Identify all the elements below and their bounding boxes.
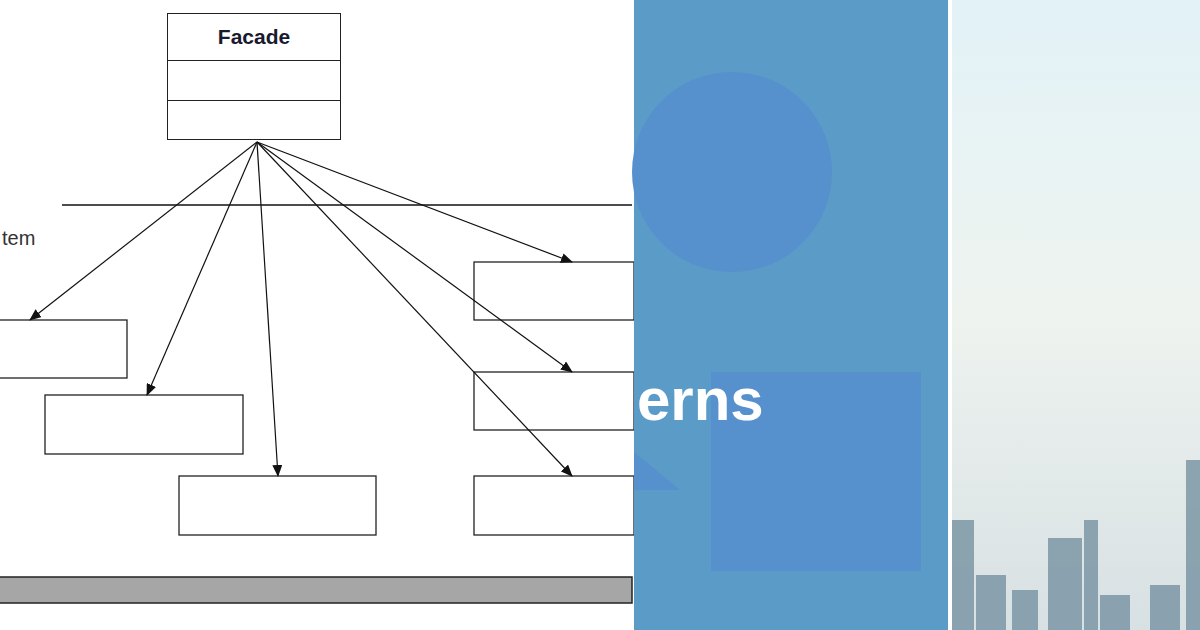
panel-circle: [632, 72, 832, 272]
class-name-compartment: Facade: [168, 14, 340, 61]
facade-class-box: Facade: [167, 13, 341, 140]
class-name: Facade: [218, 25, 290, 49]
city-photo: [952, 0, 1200, 630]
attribute-compartment: [168, 61, 340, 101]
region-bar: [0, 577, 632, 603]
association-arrows: [30, 142, 572, 476]
region-border: [62, 204, 632, 206]
banner-title: erns: [637, 364, 764, 436]
city-buildings: [952, 460, 1200, 630]
package-name: tem: [2, 226, 35, 250]
panel-triangle: [634, 452, 680, 490]
subsystem-classes: [0, 262, 634, 535]
